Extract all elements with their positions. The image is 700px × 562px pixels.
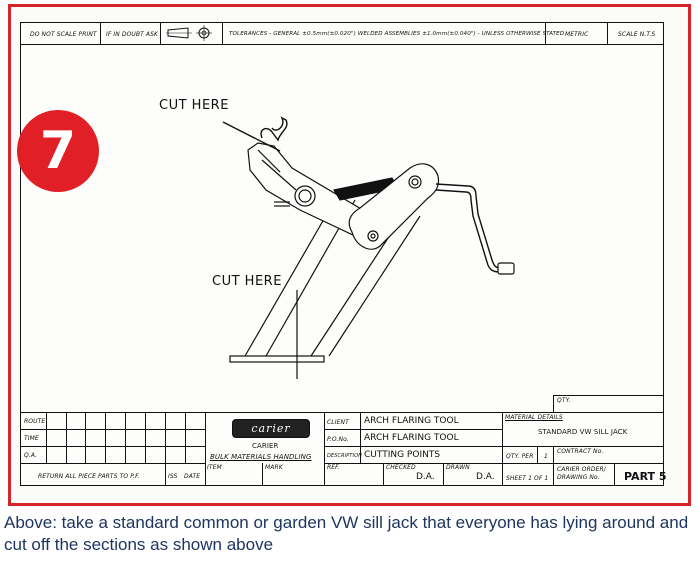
title-block-divider (324, 412, 325, 486)
title-block-line (324, 463, 664, 464)
time-label: TIME (24, 435, 39, 442)
po-label: P.O.No. (327, 436, 349, 443)
header-divider (160, 22, 161, 44)
material-details-value: STANDARD VW SILL JACK (538, 428, 628, 436)
po-value: ARCH FLARING TOOL (364, 433, 459, 443)
company-name: CARIER (252, 442, 279, 450)
title-block-divider (360, 412, 361, 463)
header-divider (222, 22, 223, 44)
qa-label: Q.A. (24, 452, 38, 459)
client-label: CLIENT (327, 419, 349, 426)
title-block-line (553, 395, 664, 396)
title-block-divider (443, 463, 444, 486)
mark-label: MARK (265, 464, 283, 471)
figure-caption: Above: take a standard common or garden … (4, 513, 689, 554)
header-divider (545, 22, 546, 44)
title-block-divider (553, 395, 554, 412)
title-block-line (20, 463, 205, 464)
description-value: CUTTING POINTS (364, 450, 441, 460)
header-divider (100, 22, 101, 44)
qty-per-value: 1 (544, 453, 548, 460)
company-subtitle: BULK MATERIALS HANDLING (210, 453, 312, 461)
title-block-divider (165, 412, 166, 463)
title-block-divider (205, 412, 206, 486)
drawing-sheet (20, 22, 664, 486)
checked-value: D.A. (416, 472, 435, 482)
qty-per-label: QTY. PER (506, 453, 534, 460)
drawn-label: DRAWN (446, 464, 470, 471)
title-block-line (20, 429, 205, 430)
title-block-divider (66, 412, 67, 463)
qty-label: QTY. (557, 397, 571, 404)
carier-order-label: CARIER ORDER/ (557, 466, 606, 473)
title-block-top-line (20, 412, 664, 413)
header-divider (607, 22, 608, 44)
title-block-divider (46, 412, 47, 463)
title-block-divider (383, 463, 384, 486)
scale-label: SCALE N.T.S (618, 31, 656, 38)
if-in-doubt-label: IF IN DOUBT ASK (106, 31, 159, 38)
tolerances-label: TOLERANCES - GENERAL ±0.5mm(±0.020") WEL… (229, 31, 565, 37)
title-block-divider (537, 446, 538, 463)
drawing-no-label: DRAWING No. (557, 474, 600, 481)
title-block-divider (185, 412, 186, 463)
route-label: ROUTE (24, 418, 46, 425)
title-block-divider (125, 412, 126, 463)
drawn-value: D.A. (476, 472, 495, 482)
title-block-divider (502, 412, 503, 486)
step-number-badge: 7 (17, 110, 99, 192)
sheet-label: SHEET 1 OF 1 (506, 475, 549, 482)
metric-label: METRIC (565, 31, 589, 38)
title-block-divider (165, 463, 166, 486)
contract-label: CONTRACT No. (557, 448, 604, 455)
ref-label: REF. (327, 464, 340, 471)
title-block-divider (105, 412, 106, 463)
iss-label: ISS (168, 473, 178, 480)
cut-here-label-lower: CUT HERE (212, 274, 282, 289)
title-block-divider (145, 412, 146, 463)
title-block-divider (553, 446, 554, 486)
checked-label: CHECKED (386, 464, 416, 471)
title-block-divider (85, 412, 86, 463)
return-note: RETURN ALL PIECE PARTS TO P.F. (38, 473, 140, 480)
description-label: DESCRIPTION (327, 453, 362, 459)
title-block-line (20, 446, 205, 447)
title-block-divider (614, 463, 615, 486)
material-details-label: MATERIAL DETAILS (505, 414, 563, 421)
date-label: DATE (184, 473, 201, 480)
title-block-line (324, 446, 502, 447)
cut-here-label-upper: CUT HERE (159, 98, 229, 113)
part-number: PART 5 (624, 470, 667, 483)
title-block-divider (262, 463, 263, 486)
projection-symbol-icon (166, 25, 212, 41)
item-label: ITEM (207, 464, 222, 471)
do-not-scale-label: DO NOT SCALE PRINT (30, 31, 97, 38)
company-logo: carier (232, 419, 310, 438)
header-bottom-line (20, 44, 664, 45)
title-block-line (324, 429, 502, 430)
title-block-line (502, 446, 664, 447)
client-value: ARCH FLARING TOOL (364, 416, 459, 426)
